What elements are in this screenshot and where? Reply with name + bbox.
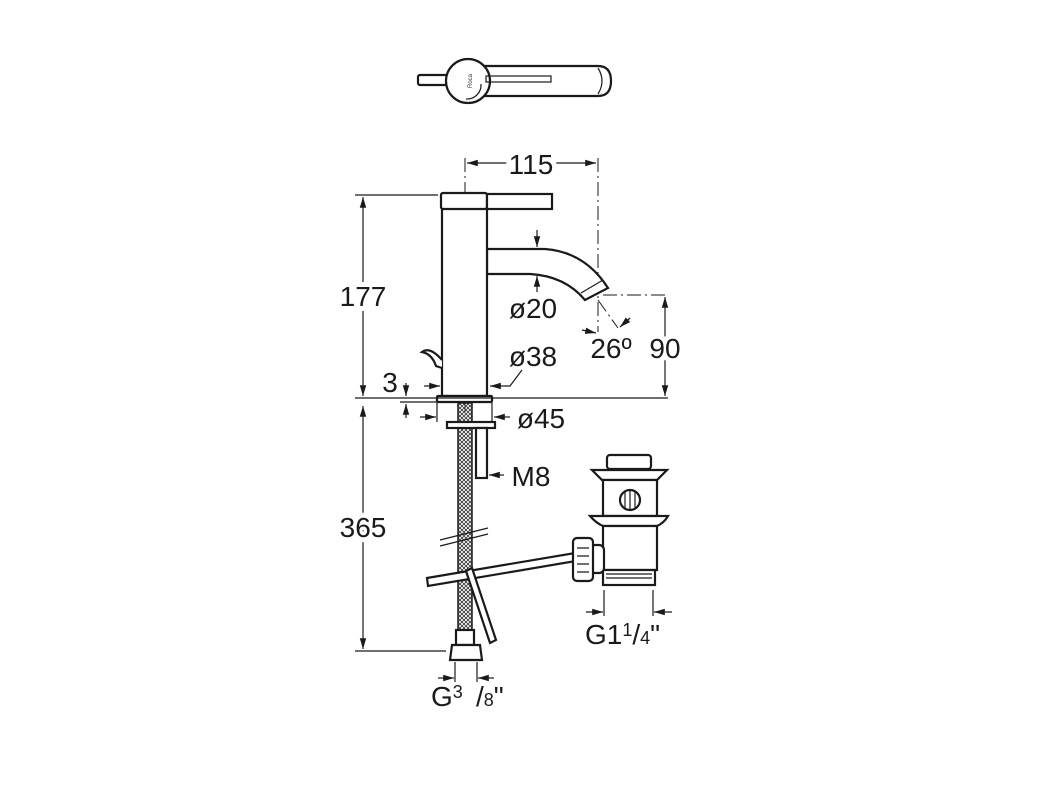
brand-logo: Roca [468, 73, 474, 88]
dim-waste-thread: G11/4" [585, 619, 660, 650]
waste-valve [571, 453, 670, 587]
dim-base-thickness: 3 [382, 367, 398, 398]
dim-hose-length: 365 [340, 512, 387, 543]
dim-base-diameter: ø45 [517, 403, 565, 434]
top-view: Roca [416, 57, 613, 105]
dim-spout-angle: 26º [590, 333, 631, 364]
dim-reach: 115 [509, 149, 554, 180]
dim-hose-thread-fraction: /8" [476, 681, 504, 712]
pop-up-rod [425, 551, 578, 645]
dim-thread-rod: M8 [512, 461, 551, 492]
dim-spout-height: 90 [649, 333, 680, 364]
dim-height: 177 [340, 281, 387, 312]
dim-hose-thread: G38 [431, 681, 463, 712]
faucet-body [419, 191, 610, 404]
dim-body-diameter: ø38 [509, 341, 557, 372]
dim-spout-diameter: ø20 [509, 293, 557, 324]
supply-hose [439, 402, 497, 662]
